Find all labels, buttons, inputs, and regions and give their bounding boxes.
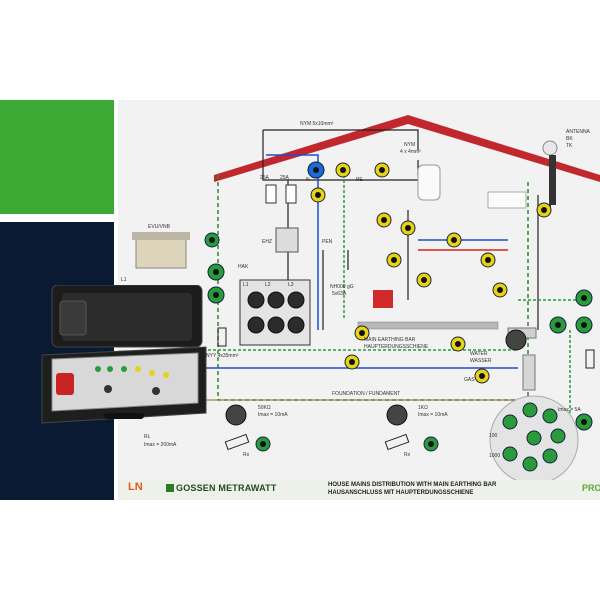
rx-label-1: Rx (243, 452, 250, 458)
rl-label: RL (144, 434, 151, 440)
board-diagram (132, 115, 600, 485)
imax-200-label: Imax = 200mA (144, 442, 177, 448)
ehz-label: EHZ (262, 239, 272, 245)
ln-logo: LN (128, 481, 143, 493)
main-earthing-bar (357, 321, 499, 330)
cable-top-label: NYM 5x10mm² (300, 121, 334, 127)
knob-50k (225, 404, 247, 426)
evu-label: EVU/VNB (148, 224, 170, 230)
caption-en: HOUSE MAINS DISTRIBUTION WITH MAIN EARTH… (328, 482, 497, 488)
value-100-label: 100 (489, 433, 498, 439)
pen-label: PEN (322, 239, 333, 245)
brand-logo-icon (166, 484, 174, 492)
r1-value-label: 50KΩ (258, 405, 271, 411)
r2-imax-label: Imax = 10mA (418, 412, 448, 418)
boiler (417, 164, 441, 201)
caption-de: HAUSANSCHLUSS MIT HAUPTERDUNGSSCHIENE (328, 490, 474, 496)
meter-ehz (275, 227, 299, 253)
board-footer (118, 480, 600, 500)
main-bar-label: MAIN EARTHING BAR (364, 337, 416, 343)
water-de-label: WASSER (470, 358, 492, 364)
nyy-label: NYY 4x35mm² (206, 353, 239, 359)
l3-label: L3 (288, 282, 294, 288)
green-accent-block (0, 100, 114, 214)
antenna-label: ANTENNA (566, 129, 590, 135)
n-label: N (306, 177, 310, 183)
nym-label: NYM (404, 142, 416, 148)
training-board: NYM 5x10mm² NYM 4 x 4mm² ANTENNA BK TK E… (118, 100, 600, 500)
foundation-label: FOUNDATION / FUNDAMENT (332, 391, 401, 397)
brand-name: GOSSEN METRAWATT (176, 483, 277, 493)
fuse-block (239, 279, 311, 346)
pro-label: PRO (582, 483, 600, 493)
radiator (487, 191, 527, 209)
gas-label: GAS (464, 377, 475, 383)
knob-1k (386, 404, 408, 426)
r2-value-label: 1KΩ (418, 405, 428, 411)
hak-label: HAK (238, 264, 249, 270)
fuse-a-label: 25A (260, 175, 269, 181)
substation (135, 237, 187, 269)
l2-label: L2 (265, 282, 271, 288)
l1-side-label: L1 (121, 277, 127, 283)
l1-label: L1 (243, 282, 249, 288)
tester-case-photo (38, 284, 210, 437)
value-1000-label: 1000 (489, 453, 501, 459)
antenna-dish (542, 140, 558, 156)
main-bar-de-label: HAUPTERDUNGSSCHIENE (364, 344, 429, 350)
antenna-label-2: BK (566, 136, 573, 142)
rx-label-2: Rx (404, 452, 411, 458)
imax-5a-label: Imax = 5A (558, 407, 581, 413)
antenna-label-3: TK (566, 143, 573, 149)
pe-label: PE (356, 177, 363, 183)
r1-imax-label: Imax = 10mA (258, 412, 288, 418)
nh000-label: NH000 gG (330, 284, 354, 290)
water-label: WATER (470, 351, 488, 357)
surge-protector (373, 290, 393, 308)
nh000-rating-label: 5x63A (332, 291, 347, 297)
fuse-b-label: 25A (280, 175, 289, 181)
nym-spec-label: 4 x 4mm² (400, 149, 421, 155)
